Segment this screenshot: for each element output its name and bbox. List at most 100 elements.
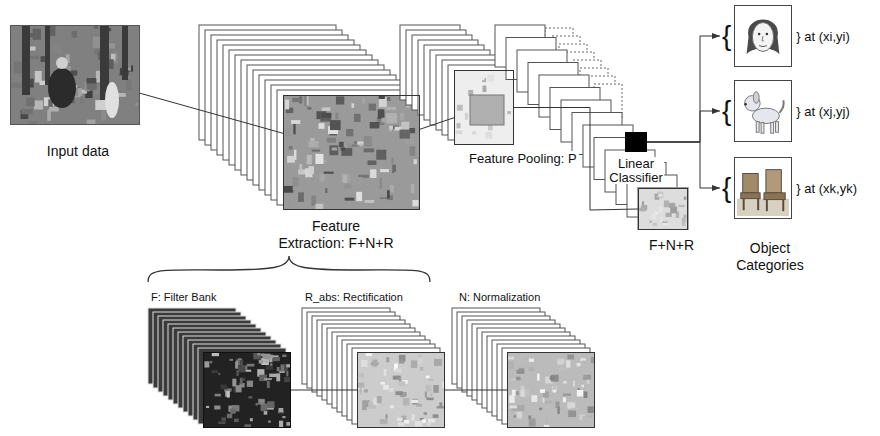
feature-map-texture: [312, 149, 320, 151]
feature-map-texture: [287, 156, 295, 163]
filter-map-texture: [218, 421, 225, 423]
feature-map-texture: [370, 169, 376, 178]
feature-map-texture: [319, 123, 325, 129]
feature-map-frame: [638, 188, 688, 230]
linear-classifier: Linear Classifier: [625, 132, 647, 152]
dog-leg: [771, 123, 774, 134]
filter-map-texture: [255, 403, 257, 406]
caption: F+N+R: [647, 237, 696, 254]
feature-map-texture: [380, 178, 382, 189]
feature-map-texture: [364, 148, 374, 152]
input-photo-texture: [34, 100, 43, 109]
feature-map-texture: [412, 200, 418, 206]
normalized-map-texture: [509, 395, 514, 403]
feature-map: [283, 95, 420, 210]
feature-map-texture: [341, 148, 352, 156]
filter-map-texture: [245, 370, 251, 372]
feature-map-texture: [658, 194, 662, 197]
feature-map-texture: [284, 128, 290, 136]
pooling-stack: Feature Pooling: P: [454, 70, 514, 145]
face-outline: [753, 22, 774, 51]
filter-map-texture: [247, 381, 253, 387]
feature-map-texture: [381, 118, 387, 123]
filter-map-texture: [267, 381, 270, 388]
category-image: [734, 5, 792, 67]
pooled-map: [454, 70, 514, 145]
chair-leg: [783, 200, 785, 212]
filter-map-texture: [227, 391, 230, 398]
normalized-map-texture: [512, 390, 516, 396]
feature-map-texture: [346, 129, 353, 136]
filter-map-texture: [284, 377, 290, 382]
normalized-map-texture: [510, 405, 517, 408]
filter-map-texture: [286, 371, 288, 377]
rectified-map-texture: [359, 373, 365, 378]
feature-map-texture: [684, 196, 686, 199]
caption: Feature Extraction: F+N+R: [278, 218, 395, 252]
feature-map-texture: [341, 147, 345, 150]
normalized-map-texture: [558, 360, 564, 364]
feature-map-texture: [319, 174, 324, 182]
feature-map-texture: [351, 103, 354, 107]
feature-map-texture: [394, 172, 404, 182]
normalization-stack: N: Normalization: [507, 352, 595, 428]
normalized-map-texture: [529, 359, 534, 362]
feature-map-texture: [379, 190, 387, 198]
normalized-map-texture: [507, 357, 514, 360]
rectified-map-texture: [411, 400, 418, 403]
feature-map-texture: [315, 154, 323, 164]
feature-map-texture: [321, 113, 331, 118]
rectified-map-texture: [404, 420, 409, 424]
feature-map-texture: [662, 223, 669, 225]
projection-line: [140, 93, 283, 133]
rectified-map-texture: [372, 360, 377, 367]
normalized-map: [507, 352, 595, 428]
filter-map-texture: [259, 375, 267, 381]
feature-map-texture: [292, 98, 302, 102]
input-photo-texture: [47, 110, 51, 121]
feature-map-texture: [639, 208, 645, 212]
feature-map: [638, 188, 688, 230]
normalized-map-texture: [573, 381, 575, 387]
rectified-map-texture: [422, 419, 426, 423]
projection-line: [291, 390, 357, 391]
normalized-map-texture: [567, 402, 575, 408]
rectified-map-texture: [419, 358, 423, 365]
feature-map-texture: [307, 155, 312, 165]
filter-map-texture: [267, 401, 274, 408]
filter-map-texture: [247, 364, 255, 367]
chair-seat: [741, 193, 760, 199]
feature-map-stack: Feature Extraction: F+N+R: [283, 95, 420, 210]
normalized-map-texture: [528, 415, 531, 418]
object-category: {} at (xi,yi): [720, 5, 850, 67]
filter-map-texture: [227, 414, 232, 418]
filter-map-texture: [270, 363, 272, 365]
feature-map-texture: [341, 173, 350, 182]
feature-map-texture: [386, 107, 396, 110]
rectified-map-texture: [361, 360, 367, 367]
normalized-map-texture: [529, 419, 536, 427]
feature-map-texture: [664, 200, 669, 207]
filter-map-texture: [210, 361, 212, 363]
rectified-map-texture: [390, 405, 394, 408]
normalized-map-texture: [517, 370, 524, 374]
filter-map-texture: [215, 394, 221, 397]
feature-map-texture: [400, 130, 410, 139]
feature-map-texture: [293, 177, 299, 187]
filter-map-texture: [232, 379, 236, 387]
normalized-map-texture: [539, 408, 542, 411]
photo-person: [105, 82, 119, 118]
filter-map-texture: [260, 400, 265, 402]
filter-map-texture: [206, 406, 209, 408]
filter-map-texture: [259, 360, 264, 364]
rectified-map-texture: [395, 391, 402, 395]
rectified-map-texture: [398, 405, 402, 407]
feature-map-texture: [411, 184, 414, 193]
object-category: {} at (xk,yk): [720, 157, 857, 219]
feature-map-texture: [293, 124, 295, 134]
input-photo-texture: [87, 83, 97, 89]
dog-ear: [754, 92, 760, 104]
category-illustration: [735, 6, 791, 66]
input-photo-texture: [21, 109, 32, 114]
filter-map-texture: [268, 421, 271, 423]
